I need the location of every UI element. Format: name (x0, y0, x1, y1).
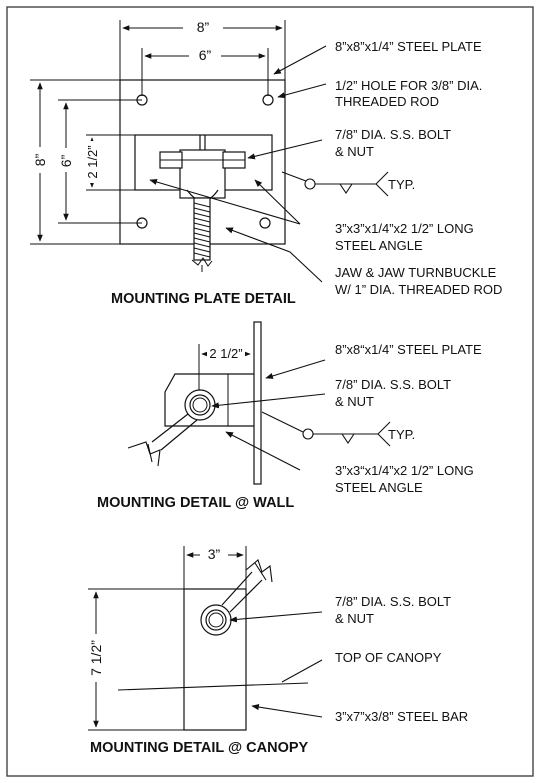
wall-detail-title: MOUNTING DETAIL @ WALL (97, 495, 294, 511)
rod-hole (136, 94, 148, 106)
canopy-height-label: 7 1/2” (88, 640, 104, 676)
angle-callout-line1: 3”x3”x1/4”x2 1/2” LONG (335, 221, 474, 236)
plate-width-label: 8” (197, 19, 210, 35)
canopy-bar-callout: 3”x7”x3/8” STEEL BAR (335, 709, 468, 724)
wall-plate-callout: 8”x8“x1/4” STEEL PLATE (335, 342, 482, 357)
canopy-width-dimension: 3” (183, 545, 247, 600)
plate-height-dimension: 8” (30, 79, 120, 245)
rod-hole (262, 94, 274, 106)
canopy-width-label: 3” (208, 546, 221, 562)
angle-callout-line2: STEEL ANGLE (335, 238, 423, 253)
hole-spacing-h-label: 6” (199, 47, 212, 63)
canopy-detail: 3” 7 1/2” 7/8” DIA. S.S. BOLT & NUT TOP … (86, 545, 468, 756)
hole-spacing-h-dimension: 6” (141, 46, 269, 96)
wall-steel-angle (164, 373, 254, 427)
plate-width-dimension: 8” (119, 18, 286, 80)
rod-hole (259, 217, 271, 229)
rod-hole (136, 217, 148, 229)
plate-leaders (149, 45, 327, 283)
canopy-top-line (117, 682, 309, 691)
wall-leaders (211, 359, 326, 471)
jaw-callout-line1: JAW & JAW TURNBUCKLE (335, 265, 497, 280)
plate-detail: 8” 6” 8” 6” (30, 18, 502, 307)
canopy-detail-title: MOUNTING DETAIL @ CANOPY (90, 740, 309, 756)
bolt-callout-line1: 7/8” DIA. S.S. BOLT (335, 127, 451, 142)
plate-detail-title: MOUNTING PLATE DETAIL (111, 291, 296, 307)
wall-bolt-callout-line1: 7/8” DIA. S.S. BOLT (335, 377, 451, 392)
wall-detail: 2 1/2” TYP. 8”x8“x1/4” STEEL PLATE 7/8 (97, 321, 482, 511)
wall-jaw (127, 389, 216, 467)
plate-callout: 8”x8”x1/4” STEEL PLATE (335, 39, 482, 54)
weld-symbol: TYP. (281, 171, 415, 197)
hole-spacing-v-dimension: 6” (58, 99, 142, 224)
sheet-frame (6, 6, 534, 777)
canopy-top-callout: TOP OF CANOPY (335, 650, 442, 665)
wall-angle-callout-line1: 3”x3“x1/4”x2 1/2” LONG (335, 463, 474, 478)
canopy-bolt-callout-line1: 7/8” DIA. S.S. BOLT (335, 594, 451, 609)
wall-weld-symbol: TYP. (261, 411, 415, 447)
bolt-callout-line2: & NUT (335, 144, 374, 159)
canopy-jaw (200, 559, 273, 636)
angle-length-label: 2 1/2” (85, 145, 100, 178)
plate-height-label: 8” (32, 153, 48, 166)
wall-offset-label: 2 1/2” (209, 346, 242, 361)
canopy-leaders (229, 611, 323, 718)
canopy-steel-bar (183, 588, 247, 731)
hole-callout-line1: 1/2” HOLE FOR 3/8” DIA. (335, 78, 482, 93)
jaw-turnbuckle (159, 149, 246, 272)
wall-angle-callout-line2: STEEL ANGLE (335, 480, 423, 495)
angle-length-dimension: 2 1/2” (85, 134, 135, 191)
canopy-bolt-callout-line2: & NUT (335, 611, 374, 626)
wall-weld-typ-label: TYP. (388, 427, 415, 442)
jaw-callout-line2: W/ 1” DIA. THREADED ROD (335, 282, 502, 297)
weld-typ-label: TYP. (388, 177, 415, 192)
wall-steel-plate (253, 321, 262, 485)
canopy-height-dimension: 7 1/2” (86, 588, 184, 731)
hole-spacing-v-label: 6” (58, 154, 74, 167)
hole-callout-line2: THREADED ROD (335, 94, 439, 109)
wall-bolt-callout-line2: & NUT (335, 394, 374, 409)
wall-offset-dimension: 2 1/2” (198, 344, 251, 400)
